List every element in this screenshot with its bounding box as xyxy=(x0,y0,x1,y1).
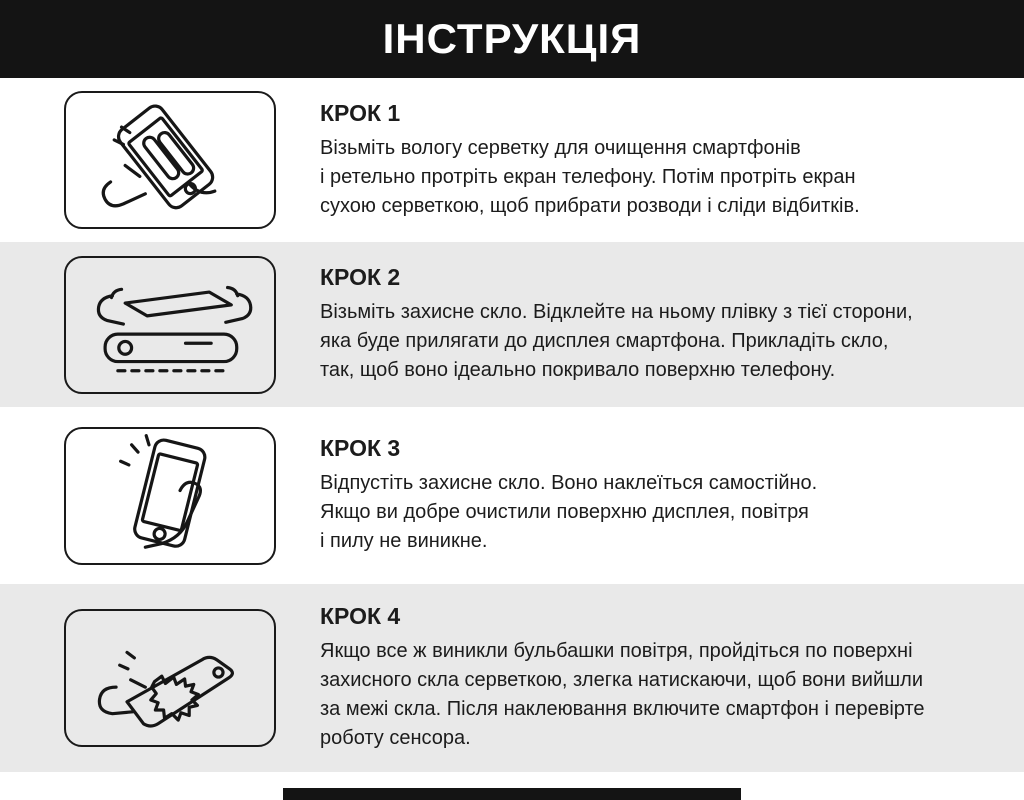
step-3-title: КРОК 3 xyxy=(320,435,401,461)
step-3-text-block: КРОК 3 Відпустіть захисне скло. Воно нак… xyxy=(320,435,817,556)
step-4-body: Якщо все ж виникли бульбашки повітря, пр… xyxy=(320,640,925,749)
step-2-row: КРОК 2 Візьміть захисне скло. Відклейте … xyxy=(0,242,1024,407)
step-1-text-block: КРОК 1 Візьміть вологу серветку для очищ… xyxy=(320,100,860,221)
step-2-icon-box xyxy=(64,255,276,394)
step-2-title: КРОК 2 xyxy=(320,264,401,290)
step-4-icon-box xyxy=(64,609,276,747)
step-3-row: КРОК 3 Відпустіть захисне скло. Воно нак… xyxy=(0,407,1024,584)
hands-wiping-phone-icon xyxy=(72,96,268,224)
step-4-row: КРОК 4 Якщо все ж виникли бульбашки пові… xyxy=(0,584,1024,772)
step-4-title: КРОК 4 xyxy=(320,603,401,629)
step-3-icon-box xyxy=(64,426,276,565)
apply-protective-glass-icon xyxy=(72,261,268,389)
step-4-text-block: КРОК 4 Якщо все ж виникли бульбашки пові… xyxy=(320,603,925,753)
step-1-row: КРОК 1 Візьміть вологу серветку для очищ… xyxy=(0,78,1024,242)
step-1-title: КРОК 1 xyxy=(320,99,401,126)
page-title: ІНСТРУКЦІЯ xyxy=(382,15,642,62)
step-3-body: Відпустіть захисне скло. Воно наклеїться… xyxy=(320,472,818,552)
header-bar: ІНСТРУКЦІЯ xyxy=(0,0,1024,78)
step-2-text-block: КРОК 2 Візьміть захисне скло. Відклейте … xyxy=(320,264,913,385)
finger-pressing-screen-icon xyxy=(72,432,268,560)
step-1-body: Візьміть вологу серветку для очищення см… xyxy=(320,136,860,217)
footer-strip xyxy=(0,772,1024,800)
step-1-icon-box xyxy=(64,91,276,229)
step-2-body: Візьміть захисне скло. Відклейте на ньом… xyxy=(320,301,913,381)
smoothing-cloth-wipe-icon xyxy=(72,614,268,742)
partial-next-header-bar xyxy=(283,788,741,800)
